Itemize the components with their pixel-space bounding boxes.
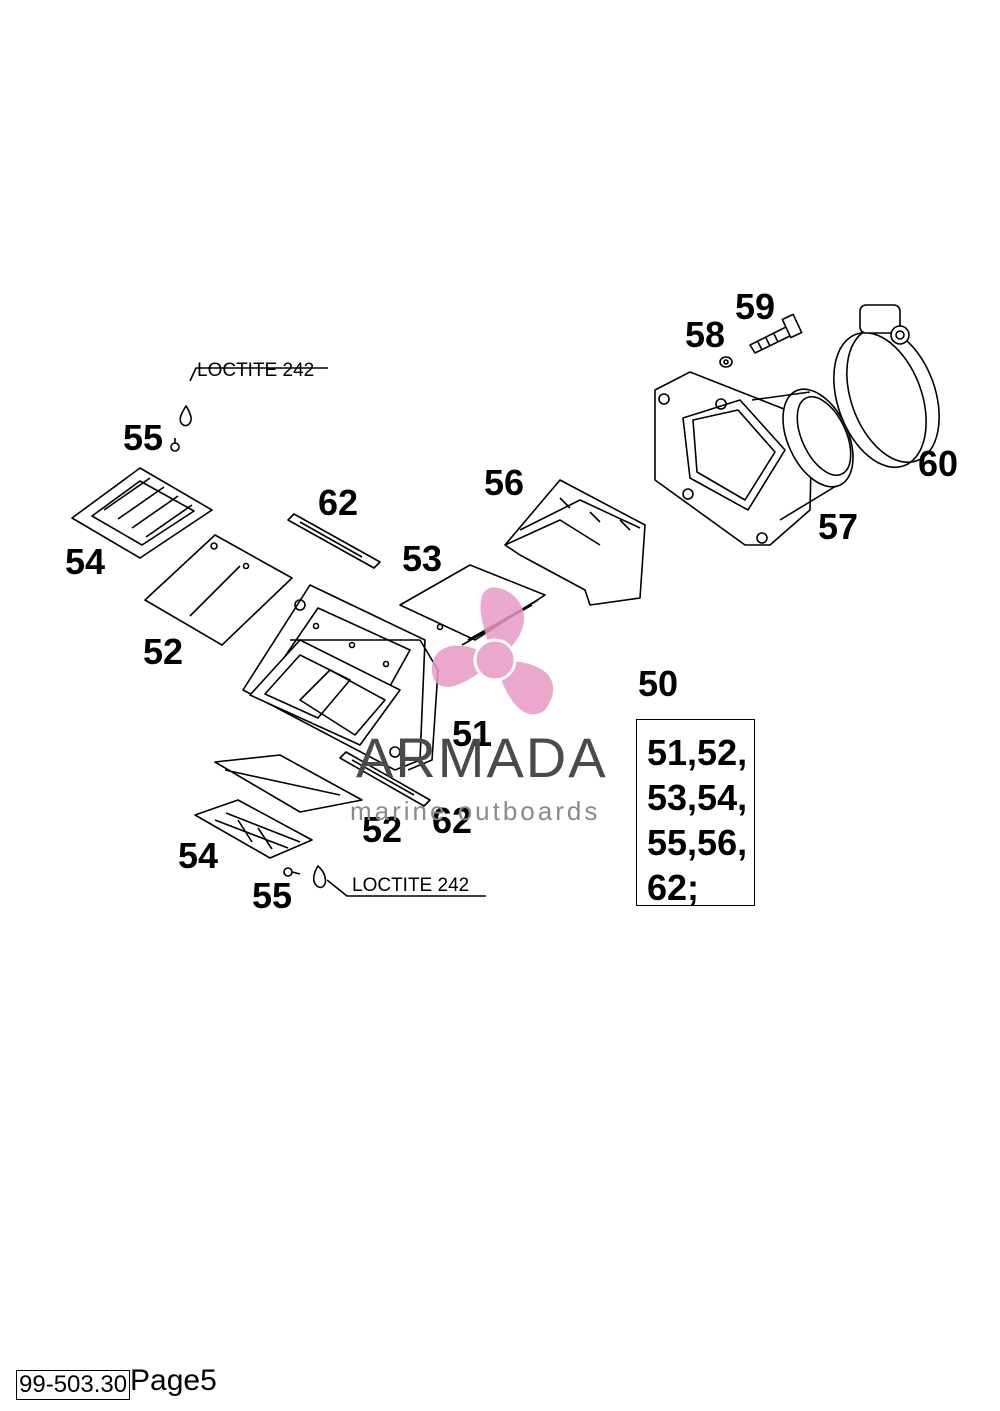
callout-51: 51 (452, 713, 493, 754)
kit-line-3: 55,56, (647, 822, 748, 863)
reed-stop-plate-top (71, 467, 213, 559)
callout-50: 50 (638, 663, 679, 704)
callout-59: 59 (735, 286, 776, 327)
reed-petal-top (144, 534, 293, 646)
kit-line-4: 62; (647, 867, 700, 908)
gasket-bottom (339, 751, 431, 807)
callout-55-bottom: 55 (252, 875, 293, 916)
watermark-logo (431, 587, 554, 715)
screw-top (170, 367, 328, 452)
hose-clamp (833, 304, 940, 469)
callout-57: 57 (818, 506, 859, 547)
kit-line-2: 53,54, (647, 777, 748, 818)
loctite-note-top: LOCTITE 242 (197, 360, 315, 381)
loctite-note-bottom: LOCTITE 242 (352, 875, 470, 896)
intake-flange (654, 371, 854, 546)
callout-62-bottom: 62 (432, 800, 473, 841)
page-number: Page5 (130, 1364, 217, 1397)
kit-line-1: 51,52, (647, 732, 748, 773)
reed-housing (242, 584, 439, 771)
screw-bottom (283, 865, 486, 897)
part-code: 99-503.30 (16, 1370, 131, 1400)
reed-stop-plate-bottom (194, 799, 313, 859)
reed-petal-bottom (214, 754, 363, 813)
gasket-top (287, 513, 381, 569)
callout-55-top: 55 (123, 417, 164, 458)
watermark-title: ARMADA (356, 726, 608, 789)
callout-52-top: 52 (143, 631, 184, 672)
callout-52-bottom: 52 (362, 809, 403, 850)
callout-53: 53 (402, 538, 443, 579)
watermark-subtitle: marine outboards (350, 796, 601, 826)
bolt (749, 313, 803, 354)
callout-60: 60 (918, 443, 959, 484)
callout-54-bottom: 54 (178, 835, 219, 876)
callout-62-top: 62 (318, 482, 359, 523)
kit-contents-box: 51,52, 53,54, 55,56, 62; (636, 719, 755, 908)
intake-shield (504, 479, 646, 606)
callout-58: 58 (685, 314, 726, 355)
callout-56: 56 (484, 462, 525, 503)
callout-54-top: 54 (65, 541, 106, 582)
washer (719, 356, 733, 368)
